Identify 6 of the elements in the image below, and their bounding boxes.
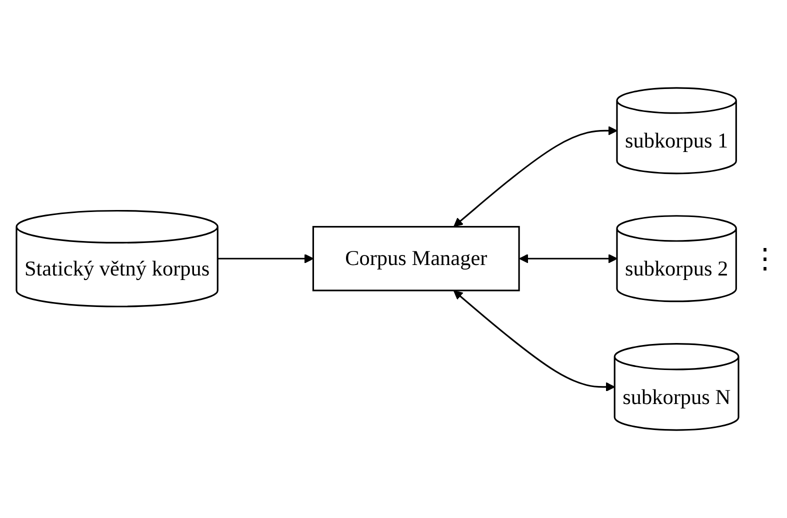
arrow <box>218 254 314 264</box>
node-box: Corpus Manager <box>312 226 520 292</box>
arrow <box>519 254 618 264</box>
arrow <box>454 126 618 227</box>
arrow <box>453 290 616 392</box>
ellipsis-label: ⋮ <box>751 243 779 276</box>
